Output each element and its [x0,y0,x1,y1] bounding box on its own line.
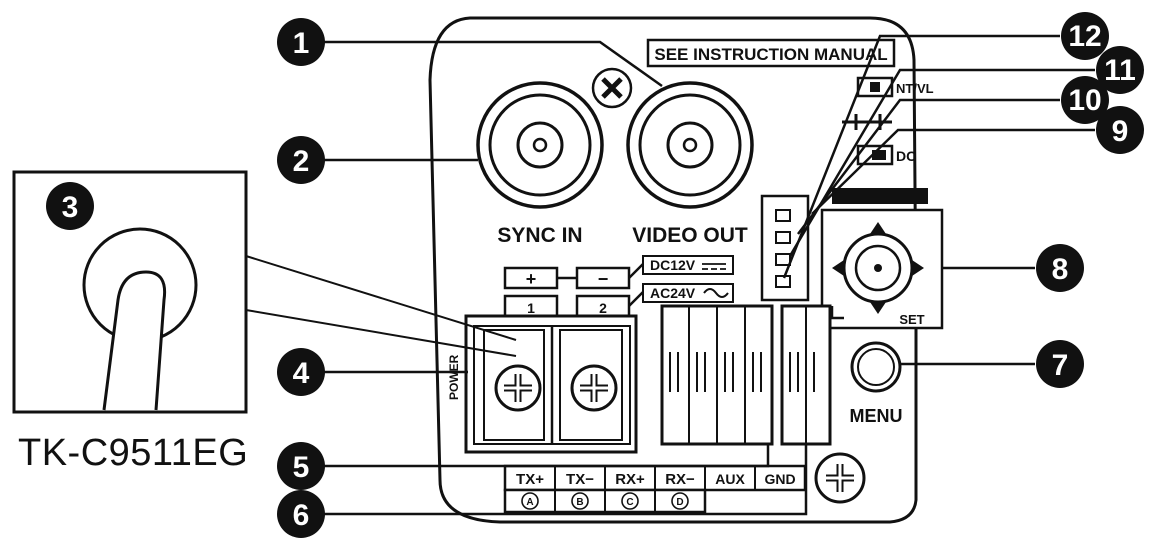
callout-4: 4 [277,348,325,396]
ac-symbol [703,288,729,298]
video-out-connector [626,81,754,209]
switch-ntvl-label: NT/VL [896,81,934,96]
callout-8: 8 [1036,244,1084,292]
rxp-label: RX+ [615,471,645,488]
ac24v-label: AC24V [650,285,696,301]
svg-text:8: 8 [1052,253,1069,286]
manual-label: SEE INSTRUCTION MANUAL [654,45,887,64]
power-label: POWER [447,354,461,400]
svg-text:7: 7 [1052,349,1069,382]
svg-text:11: 11 [1104,54,1136,87]
bottom-screw [814,452,866,504]
letter-a: A [526,497,533,508]
sync-in-connector [476,81,604,209]
callout-5: 5 [277,442,325,490]
svg-text:6: 6 [293,499,310,532]
video-out-label: VIDEO OUT [632,224,748,247]
dip-switch-block [760,194,810,302]
txm-label: TX− [566,471,594,488]
top-screw [591,67,633,109]
rs485-terminal-block [660,304,774,446]
dc-symbol [702,263,726,270]
callout-3: 3 [46,182,94,230]
aux-label: AUX [715,471,745,487]
terminal-1-label: 1 [527,300,535,316]
svg-text:9: 9 [1112,115,1129,148]
sync-in-label: SYNC IN [497,224,582,247]
gnd-label: GND [764,471,795,487]
letter-b: B [576,497,583,508]
svg-text:10: 10 [1068,84,1101,117]
svg-text:5: 5 [293,451,310,484]
svg-text:4: 4 [293,357,310,390]
menu-label: MENU [850,406,903,426]
power-screw-left [494,364,542,412]
callout-12: 12 [1061,12,1109,60]
txp-label: TX+ [516,471,544,488]
callout-1: 1 [277,18,325,66]
camera-body-outline [428,16,918,524]
svg-text:12: 12 [1068,20,1101,53]
menu-button [850,341,902,393]
power-screw-right [570,364,618,412]
terminal-label-row [503,464,807,514]
letter-c: C [626,497,633,508]
joystick-panel [820,208,944,330]
plus-label: + [526,269,537,289]
manual-label-box [646,38,896,68]
callout-9: 9 [1096,106,1144,154]
leader-lines [318,34,1095,516]
joystick-label-strip [832,188,928,204]
callout-2: 2 [277,136,325,184]
model-caption: TK-C9511EG [18,432,249,474]
callout-10: 10 [1061,76,1109,124]
switch-dc-label: DC [896,148,916,164]
polarity-boxes [503,255,734,318]
circled-letters [521,492,689,510]
switch-ntvl [856,76,894,98]
svg-text:2: 2 [293,145,310,178]
set-label: SET [899,312,924,327]
rxm-label: RX− [665,471,695,488]
dc12v-label: DC12V [650,257,696,273]
svg-text:3: 3 [62,191,79,224]
terminal-2-label: 2 [599,300,607,316]
callout-7: 7 [1036,340,1084,388]
minus-label: − [598,269,609,289]
svg-text:1: 1 [293,27,310,60]
callout-11: 11 [1096,46,1144,94]
callout-6: 6 [277,490,325,538]
letter-d: D [676,497,683,508]
gnd-terminal-block [780,304,832,446]
